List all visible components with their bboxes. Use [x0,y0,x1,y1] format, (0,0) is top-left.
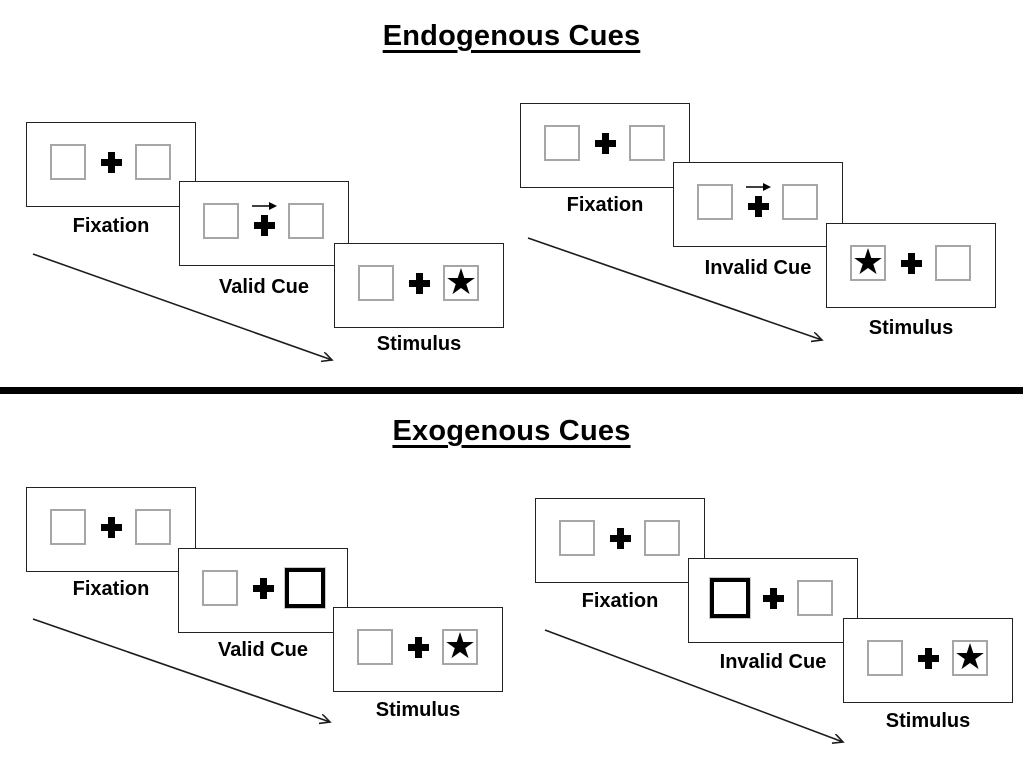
exo-valid-timeline-arrow [32,618,338,729]
exo-invalid-fixation-panel [535,498,705,583]
fixation-cross-icon [918,648,939,669]
fixation-cross-icon [901,253,922,274]
fixation-cross-icon [101,152,122,173]
exo-invalid-stimulus-label: Stimulus [885,710,971,732]
right-box [135,144,171,180]
left-box [544,125,580,161]
right-box [935,245,971,281]
exo-invalid-timeline-arrow [544,629,852,750]
left-box [202,570,238,606]
left-box [203,203,239,239]
section-divider [0,387,1023,394]
highlighted-left-box [710,578,750,618]
highlighted-right-box [285,568,325,608]
star-stimulus-icon: ★ [953,636,987,677]
fixation-cross-icon [595,133,616,154]
star-stimulus-icon: ★ [851,241,885,282]
right-box [782,184,818,220]
left-box [358,265,394,301]
left-box [559,520,595,556]
fixation-cross-icon [748,196,769,217]
fixation-cross-icon [409,273,430,294]
exogenous-cues-title: Exogenous Cues [0,415,1023,448]
endo-invalid-stimulus-panel: ★ [826,223,996,308]
left-box: ★ [850,241,886,282]
endogenous-cues-title-text: Endogenous Cues [382,20,641,52]
right-box [135,509,171,545]
right-box: ★ [443,261,479,302]
exogenous-cues-title-text: Exogenous Cues [392,415,631,447]
star-stimulus-icon: ★ [444,261,478,302]
exo-invalid-cue-panel [688,558,858,643]
left-box [357,629,393,665]
endo-valid-cue-panel [179,181,349,266]
exo-valid-fixation-label: Fixation [72,578,150,600]
exo-valid-fixation-panel [26,487,196,572]
right-box [629,125,665,161]
exo-valid-stimulus-label: Stimulus [375,699,461,721]
endo-valid-stimulus-panel: ★ [334,243,504,328]
endo-valid-fixation-label: Fixation [72,215,150,237]
left-box [50,509,86,545]
right-box: ★ [952,636,988,677]
left-box [867,640,903,676]
fixation-cross-icon [253,578,274,599]
right-arrow-icon [252,202,277,210]
fixation-cross-icon [408,637,429,658]
exo-invalid-cue-label: Invalid Cue [719,651,827,673]
endo-invalid-fixation-label: Fixation [566,194,644,216]
fixation-cross-icon [763,588,784,609]
fixation-cross-icon [254,215,275,236]
endo-invalid-cue-panel [673,162,843,247]
exo-valid-stimulus-panel: ★ [333,607,503,692]
endogenous-cues-title: Endogenous Cues [0,20,1023,53]
endo-invalid-timeline-arrow [527,237,829,348]
endo-invalid-cue-label: Invalid Cue [704,257,812,279]
fixation-cross-icon [101,517,122,538]
exo-valid-cue-label: Valid Cue [217,639,309,661]
endo-valid-timeline-arrow [32,253,343,368]
right-box: ★ [442,625,478,666]
fixation-cross-icon [610,528,631,549]
endo-valid-cue-label: Valid Cue [218,276,310,298]
exo-valid-cue-panel [178,548,348,633]
right-arrow-icon [746,183,771,191]
endo-valid-fixation-panel [26,122,196,207]
endo-invalid-fixation-panel [520,103,690,188]
star-stimulus-icon: ★ [443,625,477,666]
endo-invalid-stimulus-label: Stimulus [868,317,954,339]
endo-valid-stimulus-label: Stimulus [376,333,462,355]
left-box [50,144,86,180]
right-box [797,580,833,616]
exo-invalid-stimulus-panel: ★ [843,618,1013,703]
right-box [288,203,324,239]
exo-invalid-fixation-label: Fixation [581,590,659,612]
left-box [697,184,733,220]
right-box [644,520,680,556]
